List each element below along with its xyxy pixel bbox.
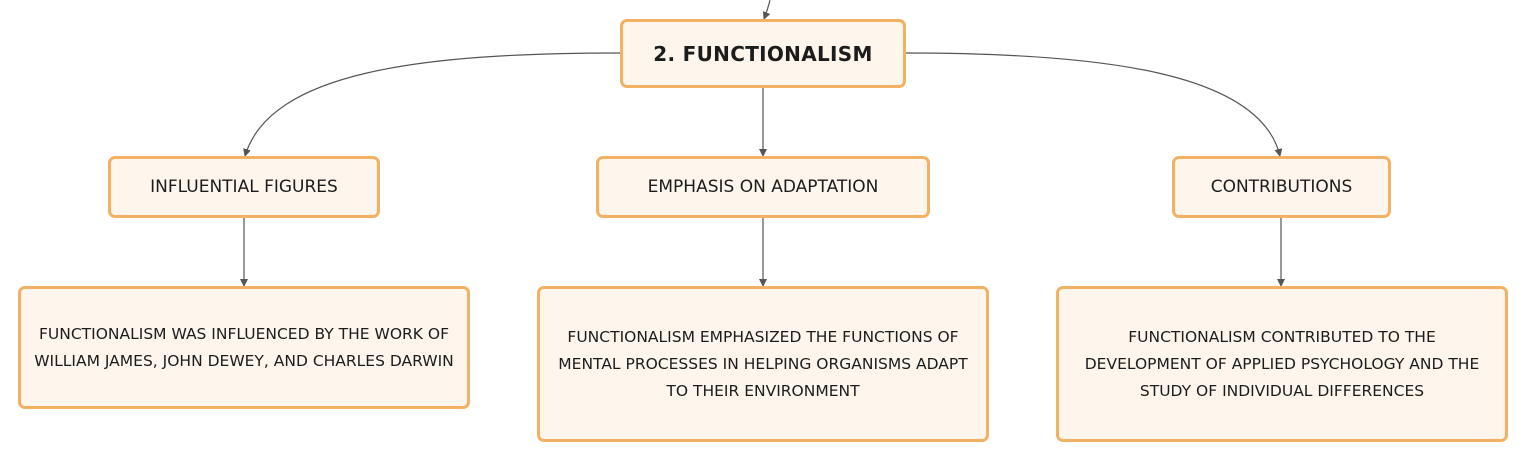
detail-node-emphasis-on-adaptation[interactable]: FUNCTIONALISM EMPHASIZED THE FUNCTIONS O… [537,286,989,442]
branch-node-label: EMPHASIS ON ADAPTATION [647,177,879,197]
detail-node-influential-figures[interactable]: FUNCTIONALISM WAS INFLUENCED BY THE WORK… [18,286,470,409]
connector-root-to-contributions [905,52,1283,157]
connector-incoming-root [762,0,771,20]
root-node-functionalism[interactable]: 2. FUNCTIONALISM [620,19,906,88]
connector-root-to-influential-figures [243,52,621,157]
detail-node-text: FUNCTIONALISM CONTRIBUTED TO THE DEVELOP… [1084,327,1480,400]
branch-node-label: CONTRIBUTIONS [1210,177,1353,197]
detail-node-contributions[interactable]: FUNCTIONALISM CONTRIBUTED TO THE DEVELOP… [1056,286,1508,442]
branch-node-influential-figures[interactable]: INFLUENTIAL FIGURES [108,156,380,218]
detail-node-text: FUNCTIONALISM WAS INFLUENCED BY THE WORK… [34,324,454,370]
root-node-label: 2. FUNCTIONALISM [653,41,873,66]
branch-node-label: INFLUENTIAL FIGURES [150,177,338,197]
detail-node-text: FUNCTIONALISM EMPHASIZED THE FUNCTIONS O… [558,327,968,400]
branch-node-emphasis-on-adaptation[interactable]: EMPHASIS ON ADAPTATION [596,156,930,218]
branch-node-contributions[interactable]: CONTRIBUTIONS [1172,156,1391,218]
